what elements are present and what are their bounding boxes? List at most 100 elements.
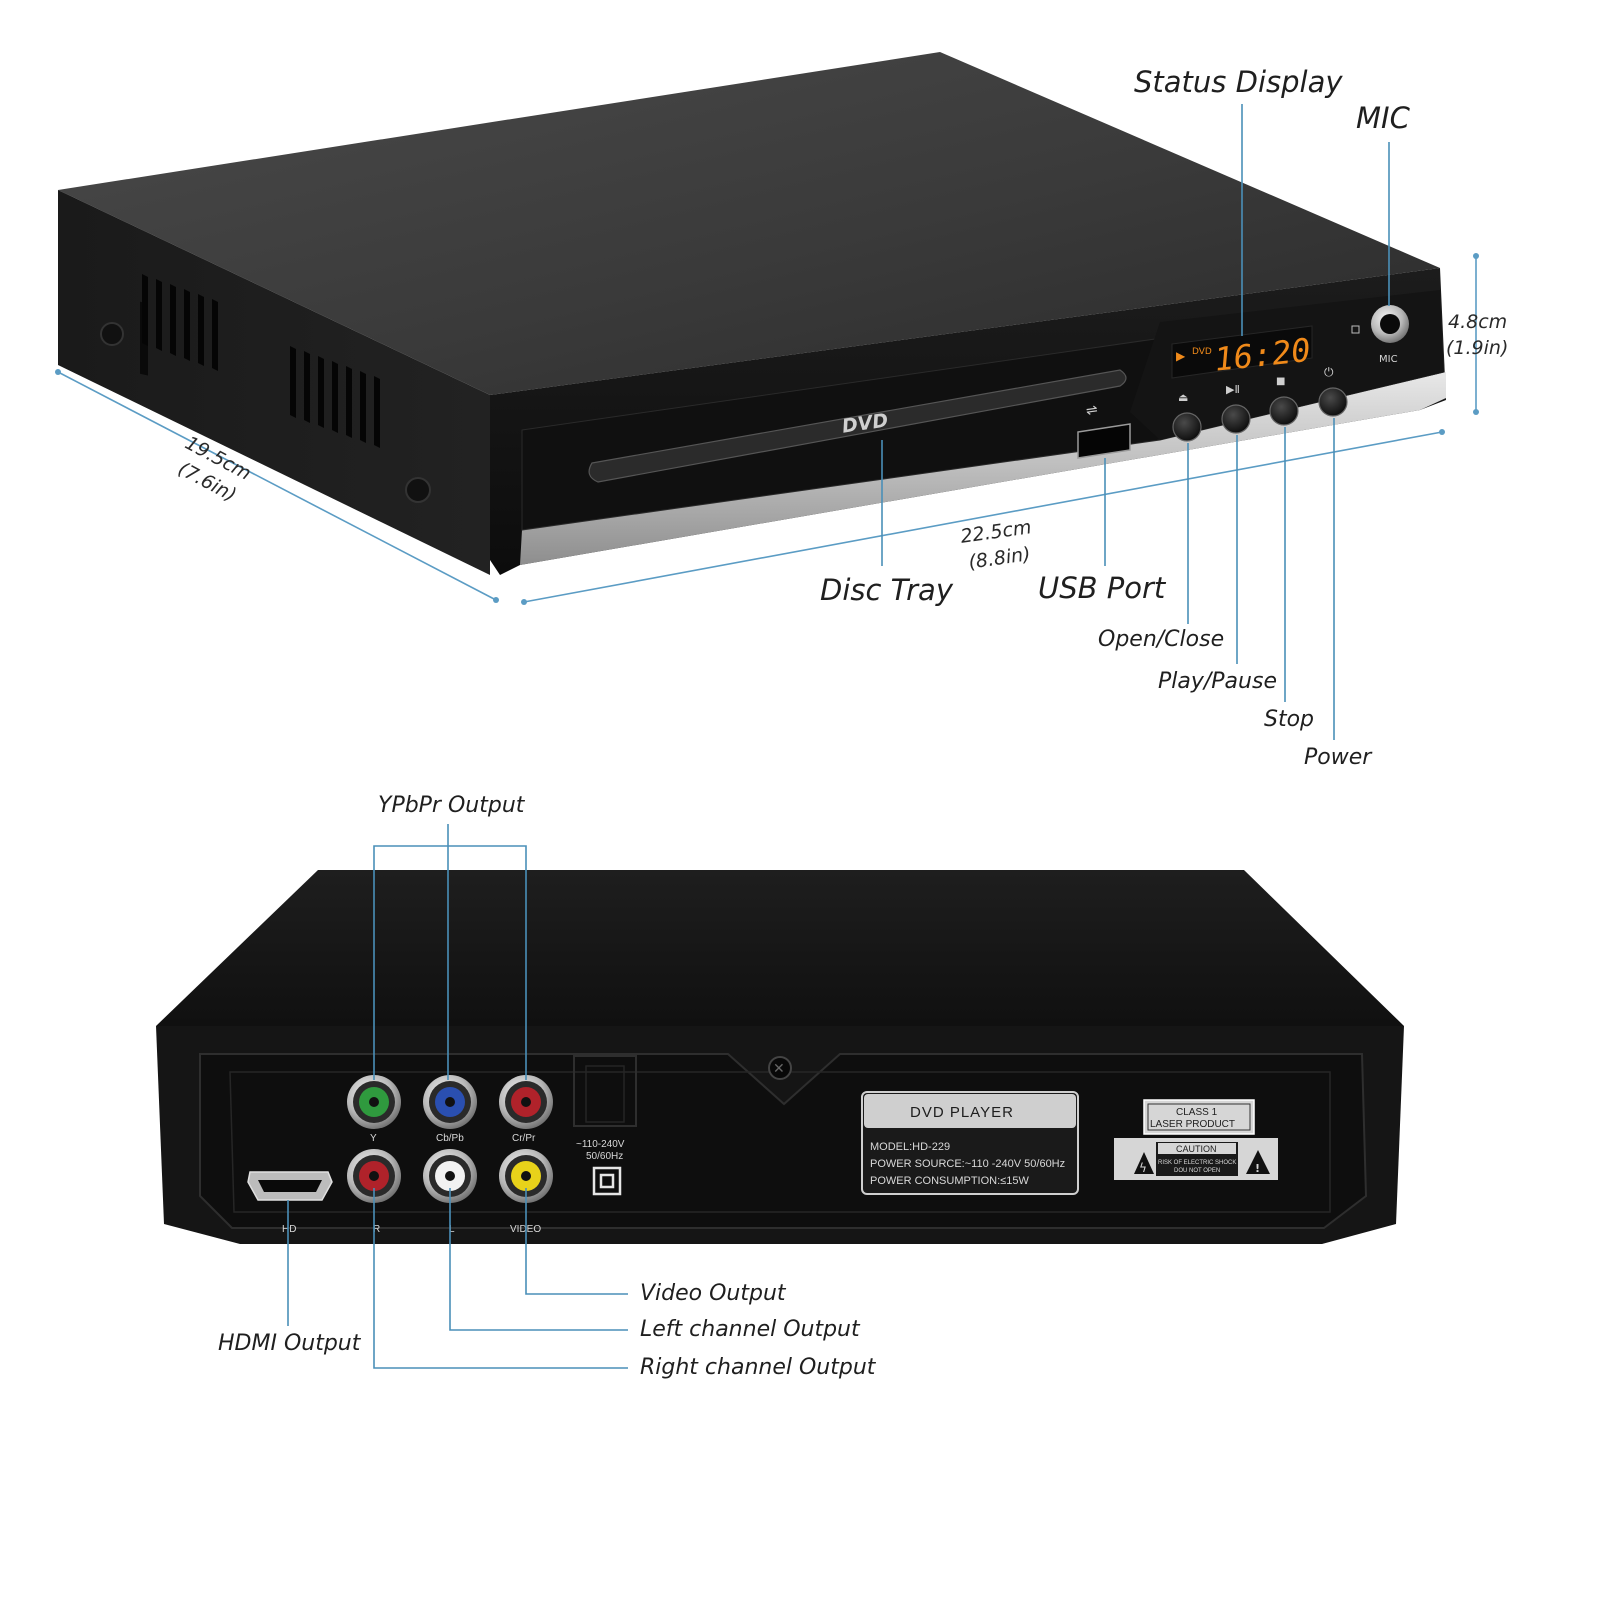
vent-slot (290, 346, 296, 418)
front-callouts: Status Display MIC Disc Tray USB Port Op… (820, 65, 1411, 770)
laser-label-caution: CAUTION (1176, 1144, 1217, 1154)
cb-pb-jack[interactable] (423, 1075, 477, 1129)
side-screw (405, 477, 431, 503)
rear-callouts: YPbPr Output Video Output Left channel O… (218, 793, 877, 1380)
jack-label-y: Y (370, 1133, 377, 1144)
video-jack[interactable] (499, 1149, 553, 1203)
vent-slot (374, 376, 380, 448)
cr-pr-jack-part (521, 1097, 531, 1107)
power-cord-slot (585, 1065, 625, 1123)
vent-slot (142, 274, 148, 346)
jack-label-r: R (373, 1224, 380, 1235)
left-channel-leader (449, 1188, 628, 1331)
rear-top-surface (156, 870, 1404, 1026)
cb-pb-jack-part (445, 1097, 455, 1107)
mic-device-label: MIC (1379, 354, 1398, 365)
l-jack[interactable] (423, 1149, 477, 1203)
rear-screw (768, 1056, 792, 1080)
eject-icon: ⏏ (1178, 391, 1188, 404)
jack-label-hd: HD (282, 1224, 296, 1235)
caution-warning-icon (1246, 1150, 1270, 1174)
stop-icon: ■ (1276, 376, 1285, 387)
open-close-button[interactable] (1172, 412, 1202, 442)
lightning-icon: ϟ (1139, 1161, 1147, 1175)
height-cm: 4.8cm (1448, 311, 1507, 333)
left-channel-output-label: Left channel Output (640, 1317, 861, 1342)
rear-inner-recess (229, 1071, 1331, 1213)
width-cm: 22.5cm (959, 516, 1033, 548)
exclamation-icon: ! (1255, 1162, 1260, 1175)
rear-device: ✕ Y Cb/Pb Cr/Pr R L VIDEO HD ~110-240V 5… (156, 870, 1404, 1244)
jack-label-cr-pr: Cr/Pr (512, 1133, 536, 1144)
cr-pr-jack[interactable] (499, 1075, 553, 1129)
display-play-indicator: ▶ (1176, 349, 1186, 363)
dim-end-dot (1473, 253, 1479, 259)
power-input-frequency: 50/60Hz (586, 1151, 623, 1162)
rating-label-power-source: POWER SOURCE:~110 -240V 50/60Hz (870, 1158, 1065, 1170)
vent-slot (156, 279, 162, 351)
side-screw (100, 322, 124, 346)
y-jack-part (369, 1097, 379, 1107)
rear-screw-cross: ✕ (773, 1061, 785, 1077)
r-jack-part (369, 1171, 379, 1181)
status-display (1171, 325, 1313, 379)
ir-sensor-icon (1351, 325, 1360, 334)
dim-end-dot (1439, 429, 1445, 435)
front-silver-strip (520, 372, 1446, 565)
dim-end-dot (493, 597, 499, 603)
rating-label-power-consumption: POWER CONSUMPTION:≤15W (870, 1175, 1029, 1187)
control-panel (1130, 290, 1444, 440)
vent-slot (304, 351, 310, 423)
play-pause-icon: ▶Ⅱ (1226, 383, 1240, 396)
rating-label-model: MODEL:HD-229 (870, 1141, 950, 1153)
video-output-leader (525, 1188, 628, 1295)
play-pause-button[interactable] (1221, 404, 1251, 434)
usb-icon: ⇌ (1085, 402, 1099, 420)
play-pause-label: Play/Pause (1158, 669, 1277, 694)
usb-port (1077, 423, 1131, 459)
power-icon: ⏻ (1324, 365, 1334, 379)
video-jack-part (521, 1171, 531, 1181)
rating-label: DVD PLAYER MODEL:HD-229 POWER SOURCE:~11… (861, 1091, 1079, 1195)
vent-slot (346, 366, 352, 438)
status-display-label: Status Display (1134, 65, 1343, 99)
disc-tray-label: Disc Tray (820, 573, 954, 607)
l-jack-part (445, 1171, 455, 1181)
shock-warning-icon (1134, 1152, 1154, 1174)
dim-end-dot (1473, 409, 1479, 415)
stop-button[interactable] (1269, 396, 1299, 426)
y-jack[interactable] (347, 1075, 401, 1129)
laser-label-line1: CLASS 1 (1176, 1107, 1218, 1118)
r-jack[interactable] (347, 1149, 401, 1203)
width-dimension-line (523, 431, 1443, 603)
rating-label-title: DVD PLAYER (910, 1104, 1014, 1121)
depth-dimension-line (57, 371, 497, 601)
vent-slot (332, 361, 338, 433)
jack-label-l: L (449, 1224, 455, 1235)
vent-slot (212, 299, 218, 371)
power-label: Power (1304, 745, 1373, 770)
laser-label-donot: DOU NOT OPEN (1174, 1168, 1220, 1174)
laser-label-line2: LASER PRODUCT (1150, 1119, 1235, 1130)
open-close-label: Open/Close (1098, 627, 1224, 652)
dim-end-dot (55, 369, 61, 375)
mic-jack-hole (1380, 314, 1400, 334)
disc-tray-slot (588, 369, 1127, 483)
vent-slot (170, 284, 176, 356)
laser-label: CLASS 1 LASER PRODUCT ϟ ! CAUTION RISK O… (1114, 1099, 1278, 1180)
device-top-surface (58, 52, 1440, 395)
right-channel-leader (373, 1188, 628, 1369)
power-button[interactable] (1318, 387, 1348, 417)
video-output-label: Video Output (640, 1281, 787, 1306)
right-channel-output-label: Right channel Output (640, 1355, 877, 1380)
width-in: (8.8in) (967, 543, 1032, 573)
vent-slots (142, 274, 380, 448)
mic-label: MIC (1356, 101, 1411, 135)
double-insulation-icon-inner (599, 1173, 615, 1189)
front-device: DVD ⇌ ▶ DVD 16:20 ⏏ ▶Ⅱ ■ ⏻ MIC (58, 52, 1446, 575)
vent-slot (184, 289, 190, 361)
device-left-side (58, 190, 490, 575)
jack-label-cb-pb: Cb/Pb (436, 1133, 464, 1144)
